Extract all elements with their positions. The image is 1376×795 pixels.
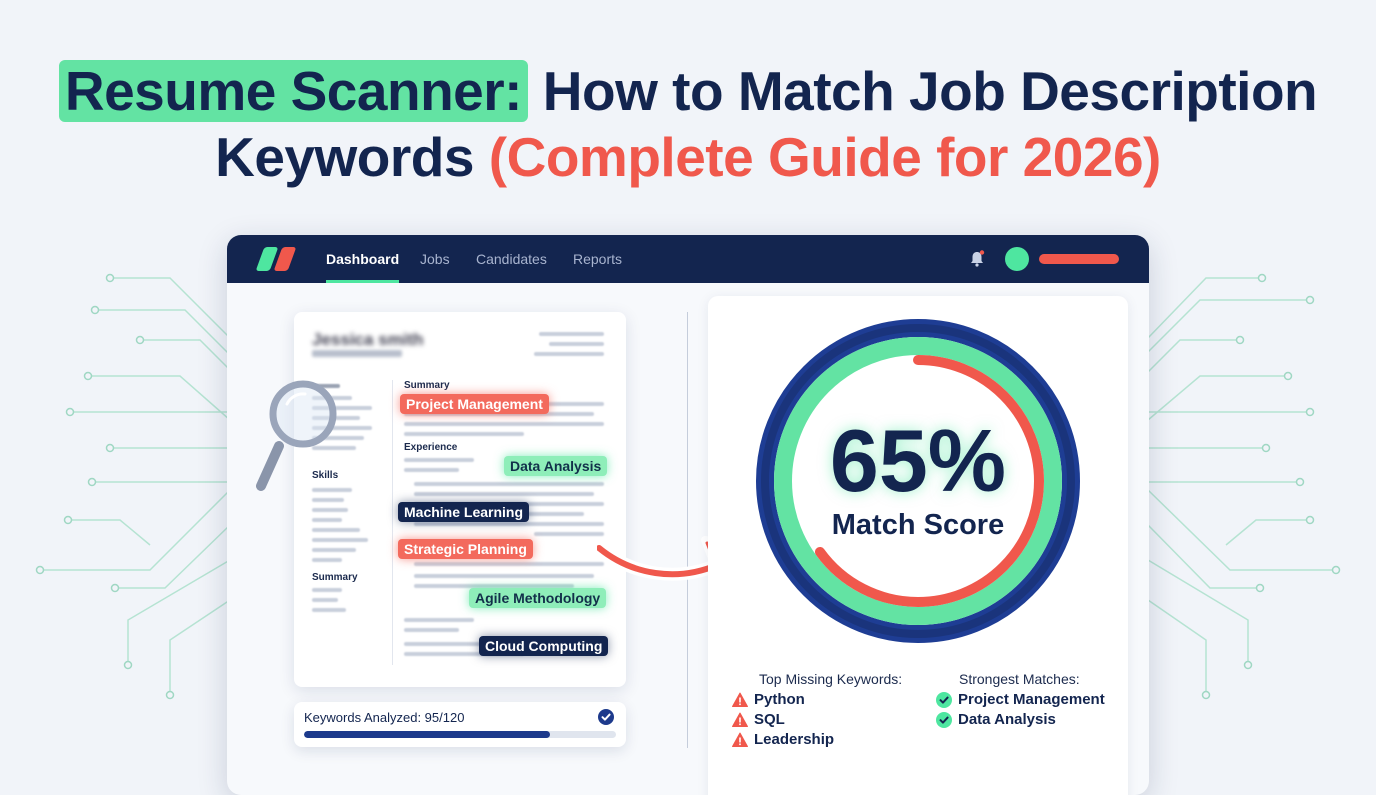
check-circle-icon [598, 709, 614, 725]
panel-divider [687, 312, 688, 748]
title-accent: (Complete Guide for 2026) [488, 126, 1162, 188]
gauge-red-arc [792, 355, 1044, 607]
tab-jobs[interactable]: Jobs [420, 251, 450, 267]
keyword-data-analysis[interactable]: Data Analysis [504, 456, 608, 476]
match-score-value: 65% [829, 411, 1007, 510]
tab-candidates[interactable]: Candidates [476, 251, 547, 267]
title-highlight: Resume Scanner: [58, 60, 528, 122]
missing-keyword-label: Python [754, 691, 805, 708]
warning-icon [732, 712, 748, 727]
warning-icon [732, 692, 748, 707]
match-score-gauge [756, 319, 1080, 643]
match-score-label: Match Score [831, 509, 1005, 541]
app-window: Dashboard Jobs Candidates Reports Jessic… [227, 235, 1149, 795]
resume-side-summary-heading: Summary [312, 572, 358, 583]
keywords-progress-fill [304, 731, 551, 738]
gauge-outer-ring-shade [761, 324, 1075, 638]
title-keywords: Keywords [215, 126, 474, 188]
resume-name: Jessica smith [312, 330, 424, 349]
title-rest: How to Match Job Description [542, 60, 1318, 122]
bell-icon[interactable] [967, 249, 987, 269]
missing-keyword-label: SQL [754, 711, 785, 728]
gauge-outer-ring [756, 319, 1080, 643]
resume-subtitle [312, 350, 402, 357]
title-line-2: Keywords (Complete Guide for 2026) [0, 124, 1376, 190]
keyword-strategic-planning[interactable]: Strategic Planning [398, 539, 533, 559]
strongest-matches-heading: Strongest Matches: [959, 671, 1080, 687]
circuit-background [35, 273, 1341, 700]
user-avatar[interactable] [1005, 247, 1029, 271]
column-divider [392, 380, 393, 665]
tab-dashboard[interactable]: Dashboard [326, 235, 400, 283]
warning-icon [732, 732, 748, 747]
gauge-green-arc [774, 337, 1062, 625]
match-label: Project Management [958, 691, 1105, 708]
missing-keywords-heading: Top Missing Keywords: [759, 671, 903, 687]
top-navbar: Dashboard Jobs Candidates Reports [227, 235, 1149, 283]
keywords-analyzed-card: Keywords Analyzed: 95/120 [294, 702, 626, 747]
magnifier-icon [256, 380, 337, 491]
keywords-progress-bar [304, 731, 616, 738]
match-label: Data Analysis [958, 711, 1056, 728]
tab-reports[interactable]: Reports [573, 251, 623, 267]
check-circle-icon [936, 712, 952, 728]
resume-summary-heading: Summary [404, 380, 450, 391]
keyword-machine-learning[interactable]: Machine Learning [398, 502, 530, 522]
match-score-panel: 65% Match Score Top Missing Keywords: Py… [708, 296, 1128, 795]
check-circle-icon [936, 692, 952, 708]
resume-document: Jessica smith Skills Summary Summary Exp… [294, 312, 626, 687]
missing-keyword-label: Leadership [754, 731, 835, 748]
user-menu-bar[interactable] [1039, 254, 1119, 264]
keyword-agile-methodology[interactable]: Agile Methodology [469, 588, 607, 608]
app-logo[interactable] [255, 247, 297, 271]
keywords-analyzed-label: Keywords Analyzed: 95/120 [304, 710, 465, 725]
page-title: Resume Scanner: How to Match Job Descrip… [0, 58, 1376, 190]
keyword-cloud-computing[interactable]: Cloud Computing [479, 636, 609, 656]
resume-skills-heading: Skills [312, 470, 339, 481]
keyword-project-management[interactable]: Project Management [400, 394, 549, 414]
resume-experience-heading: Experience [404, 442, 458, 453]
title-line-1: Resume Scanner: How to Match Job Descrip… [0, 58, 1376, 124]
